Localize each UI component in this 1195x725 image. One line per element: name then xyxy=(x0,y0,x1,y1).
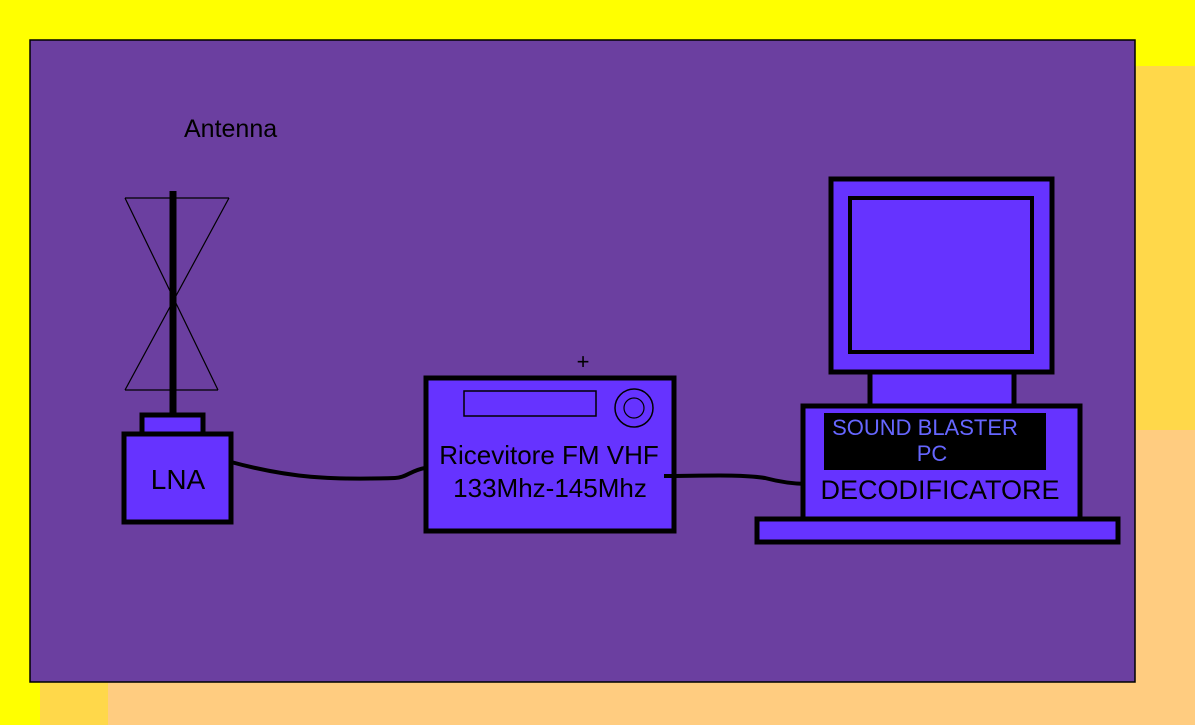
receiver-label-line2: 133Mhz-145Mhz xyxy=(453,473,647,503)
lna-connector xyxy=(139,412,206,437)
sound-card-label-box xyxy=(824,413,1046,470)
decoder-label: DECODIFICATORE xyxy=(820,475,1059,505)
cable-lna-to-receiver xyxy=(230,460,426,481)
lna-box xyxy=(121,431,234,525)
background-accent-right-lower xyxy=(1135,430,1195,725)
receiver-knob-icon xyxy=(614,388,654,428)
keyboard-base xyxy=(754,516,1121,545)
antenna-label: Antenna xyxy=(184,115,277,143)
lna-block: LNA xyxy=(121,412,234,525)
sound-card-label-line1: SOUND BLASTER xyxy=(832,415,1018,440)
monitor-screen xyxy=(848,196,1034,354)
receiver-block: + Ricevitore FM VHF 133Mhz-145Mhz xyxy=(423,349,677,534)
lna-label: LNA xyxy=(151,464,206,495)
background-accent-bottom xyxy=(108,682,1195,725)
background-accent-right-upper xyxy=(1135,66,1195,430)
background-accent-bottom-left xyxy=(40,682,108,725)
antenna-icon xyxy=(124,191,230,416)
receiver-box xyxy=(423,375,677,534)
cable-receiver-to-computer xyxy=(663,473,809,486)
receiver-plus-mark: + xyxy=(577,349,590,374)
sound-card-label-line2: PC xyxy=(917,441,948,466)
monitor-stand xyxy=(867,369,1017,409)
receiver-display xyxy=(463,390,597,417)
computer-block: SOUND BLASTER PC DECODIFICATORE xyxy=(754,176,1121,545)
receiver-label-line1: Ricevitore FM VHF xyxy=(439,440,659,470)
